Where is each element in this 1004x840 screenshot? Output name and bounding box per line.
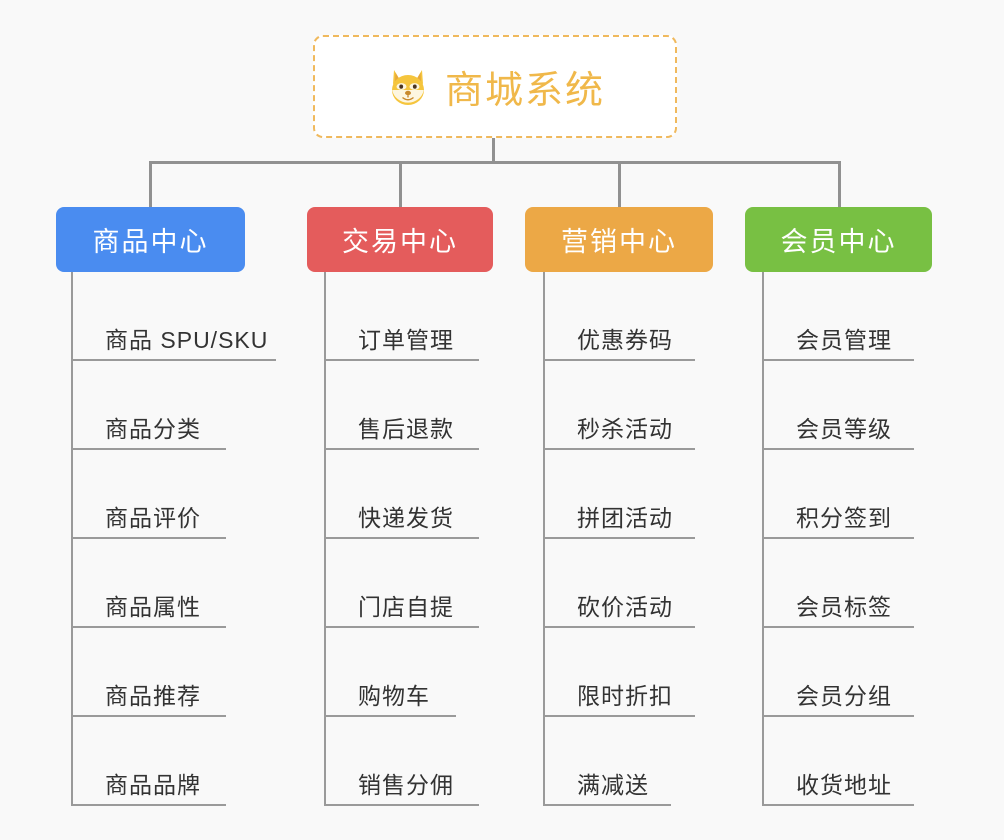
leaf-item-label: 购物车 (358, 682, 430, 709)
leaf-underline (71, 359, 276, 361)
leaf-item-label: 售后退款 (358, 415, 454, 442)
leaf-item[interactable]: 商品 SPU/SKU (71, 272, 276, 361)
leaf-item-label: 商品属性 (105, 593, 201, 620)
leaf-item-label: 商品评价 (105, 504, 201, 531)
leaf-list-trade-center: 订单管理售后退款快递发货门店自提购物车销售分佣 (324, 272, 479, 806)
leaf-item-label: 商品品牌 (105, 771, 201, 798)
leaf-item-label: 快递发货 (358, 504, 454, 531)
leaf-item[interactable]: 砍价活动 (543, 539, 695, 628)
leaf-item[interactable]: 销售分佣 (324, 717, 479, 806)
root-node[interactable]: 商城系统 (313, 35, 677, 138)
leaf-underline (762, 448, 914, 450)
leaf-underline (324, 626, 479, 628)
leaf-underline (71, 537, 226, 539)
category-header-trade-center[interactable]: 交易中心 (307, 207, 493, 272)
leaf-item[interactable]: 限时折扣 (543, 628, 695, 717)
root-title: 商城系统 (444, 70, 605, 112)
leaf-item-label: 商品 SPU/SKU (105, 326, 269, 353)
leaf-item[interactable]: 收货地址 (762, 717, 914, 806)
leaf-spine (324, 272, 326, 806)
leaf-underline (71, 448, 226, 450)
leaf-item[interactable]: 秒杀活动 (543, 361, 695, 450)
leaf-item-label: 限时折扣 (577, 682, 673, 709)
leaf-item[interactable]: 商品分类 (71, 361, 268, 450)
leaf-spine (71, 272, 73, 806)
category-header-marketing-center[interactable]: 营销中心 (525, 207, 713, 272)
leaf-underline (324, 537, 479, 539)
leaf-item[interactable]: 商品属性 (71, 539, 268, 628)
leaf-item[interactable]: 售后退款 (324, 361, 479, 450)
leaf-list-product-center: 商品 SPU/SKU 商品分类商品评价商品属性商品推荐商品品牌 (71, 272, 276, 806)
leaf-item-label: 秒杀活动 (577, 415, 673, 442)
leaf-item[interactable]: 满减送 (543, 717, 673, 806)
leaf-underline (71, 804, 226, 806)
leaf-list-marketing-center: 优惠券码秒杀活动拼团活动砍价活动限时折扣满减送 (543, 272, 695, 806)
leaf-item-label: 砍价活动 (577, 593, 673, 620)
category-header-label: 交易中心 (342, 227, 458, 257)
shiba-dog-face-icon (385, 64, 431, 110)
leaf-item[interactable]: 快递发货 (324, 450, 479, 539)
leaf-underline (762, 359, 914, 361)
leaf-underline (762, 626, 914, 628)
leaf-underline (71, 626, 226, 628)
connector-drop-member-center (838, 161, 841, 207)
leaf-item[interactable]: 商品推荐 (71, 628, 268, 717)
leaf-item-label: 收货地址 (796, 771, 892, 798)
leaf-item[interactable]: 会员管理 (762, 272, 914, 361)
leaf-underline (324, 448, 479, 450)
leaf-item[interactable]: 商品品牌 (71, 717, 268, 806)
leaf-item-label: 优惠券码 (577, 326, 673, 353)
leaf-underline (324, 804, 479, 806)
leaf-item[interactable]: 门店自提 (324, 539, 479, 628)
leaf-item[interactable]: 积分签到 (762, 450, 914, 539)
leaf-item-label: 商品推荐 (105, 682, 201, 709)
leaf-underline (543, 715, 695, 717)
leaf-item-label: 销售分佣 (358, 771, 454, 798)
leaf-underline (324, 715, 456, 717)
leaf-underline (762, 804, 914, 806)
connector-drop-marketing-center (618, 161, 621, 207)
leaf-underline (543, 448, 695, 450)
leaf-item-label: 拼团活动 (577, 504, 673, 531)
connector-horizontal-bus (149, 161, 841, 164)
leaf-item-label: 商品分类 (105, 415, 201, 442)
category-header-label: 会员中心 (780, 227, 897, 257)
leaf-item[interactable]: 会员标签 (762, 539, 914, 628)
leaf-item[interactable]: 优惠券码 (543, 272, 695, 361)
connector-root-stem (492, 138, 495, 163)
leaf-underline (543, 537, 695, 539)
leaf-item-label: 会员分组 (796, 682, 892, 709)
leaf-underline (71, 715, 226, 717)
leaf-item[interactable]: 会员等级 (762, 361, 914, 450)
category-header-label: 商品中心 (92, 227, 209, 257)
category-header-member-center[interactable]: 会员中心 (745, 207, 932, 272)
leaf-spine (762, 272, 764, 806)
category-header-product-center[interactable]: 商品中心 (56, 207, 245, 272)
leaf-list-member-center: 会员管理会员等级积分签到会员标签会员分组收货地址 (762, 272, 914, 806)
leaf-underline (324, 359, 479, 361)
connector-drop-trade-center (399, 161, 402, 207)
leaf-item-label: 门店自提 (358, 593, 454, 620)
leaf-item-label: 会员等级 (796, 415, 892, 442)
leaf-underline (762, 715, 914, 717)
leaf-item[interactable]: 拼团活动 (543, 450, 695, 539)
leaf-item-label: 满减送 (577, 771, 649, 798)
leaf-item[interactable]: 商品评价 (71, 450, 268, 539)
leaf-item-label: 会员标签 (796, 593, 892, 620)
leaf-spine (543, 272, 545, 806)
leaf-underline (762, 537, 914, 539)
leaf-underline (543, 359, 695, 361)
leaf-item-label: 积分签到 (796, 504, 892, 531)
leaf-item[interactable]: 会员分组 (762, 628, 914, 717)
leaf-item[interactable]: 购物车 (324, 628, 456, 717)
category-header-label: 营销中心 (561, 227, 677, 257)
leaf-underline (543, 626, 695, 628)
leaf-underline (543, 804, 671, 806)
connector-drop-product-center (149, 161, 152, 207)
leaf-item-label: 会员管理 (796, 326, 892, 353)
leaf-item[interactable]: 订单管理 (324, 272, 479, 361)
leaf-item-label: 订单管理 (358, 326, 454, 353)
